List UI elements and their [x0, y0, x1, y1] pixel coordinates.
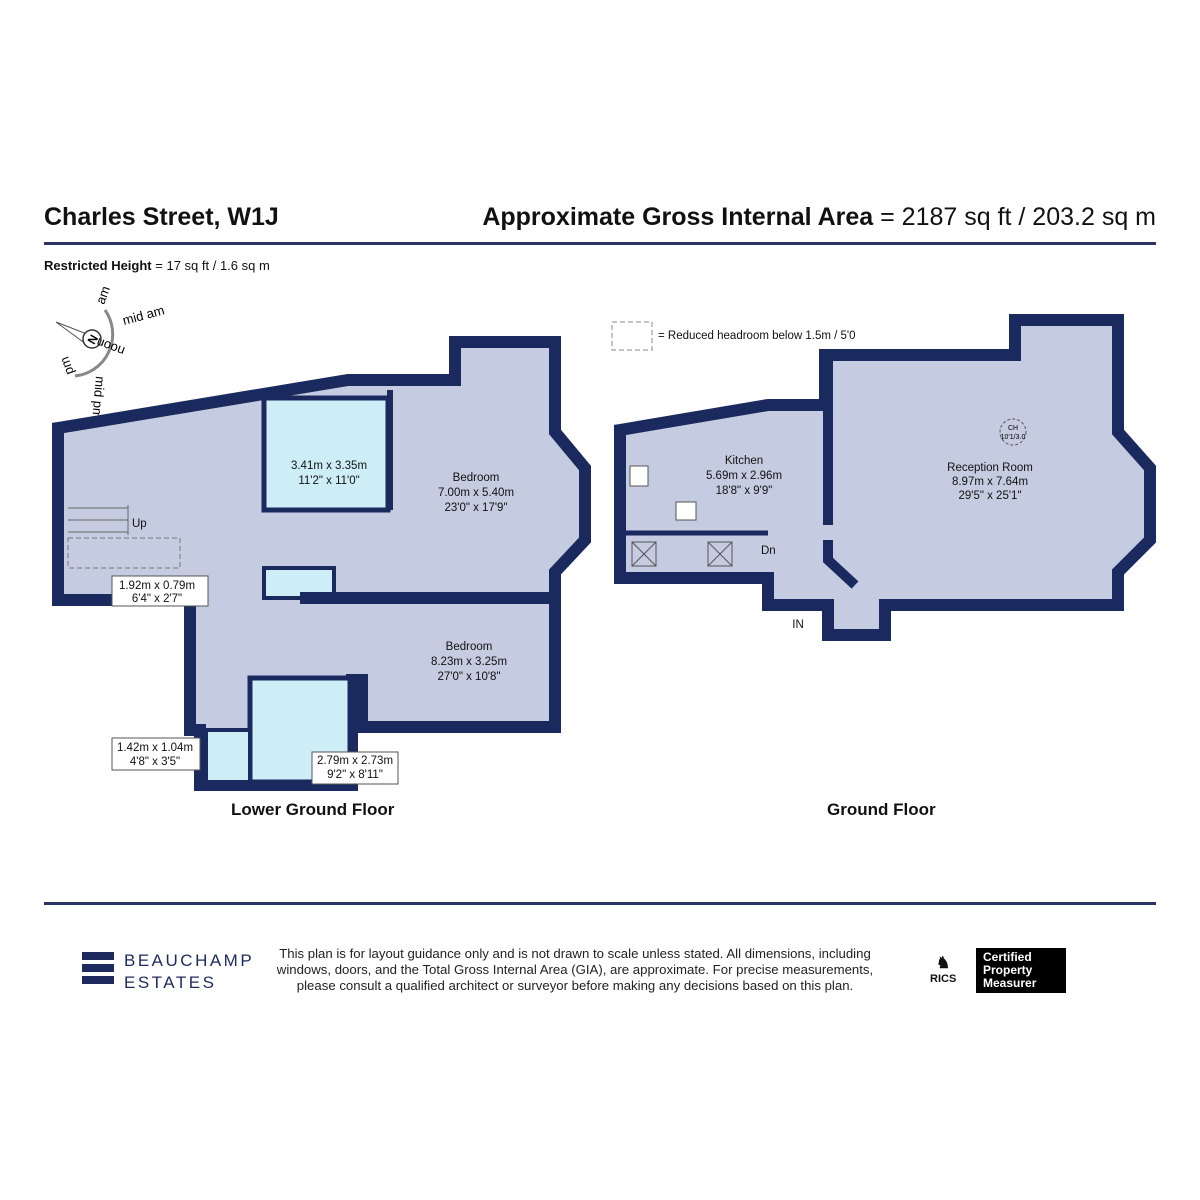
gia-label: Approximate Gross Internal Area — [482, 203, 874, 231]
rics-logo: ♞RICS — [930, 953, 956, 985]
lower-ground-floor-label: Lower Ground Floor — [231, 800, 395, 819]
en-suite-bathroom — [261, 395, 391, 513]
compass-am: am — [93, 284, 113, 306]
sink-icon — [675, 501, 697, 521]
room-metric: 2.79m x 2.73m — [317, 755, 393, 767]
room-imperial: 9'2" x 8'11" — [327, 769, 383, 781]
gia-value: = 2187 sq ft / 203.2 sq m — [880, 203, 1156, 231]
footer-divider — [44, 902, 1156, 905]
room-name: Kitchen — [725, 455, 763, 467]
wc — [204, 728, 252, 784]
ground-outline — [614, 314, 1156, 641]
reduced-headroom-legend: = Reduced headroom below 1.5m / 5'0 — [658, 330, 856, 342]
sun-path-arc — [74, 309, 115, 378]
reduced-headroom-area — [67, 537, 181, 569]
room-metric: 8.23m x 3.25m — [431, 656, 507, 668]
room-imperial: 29'5" x 25'1" — [958, 490, 1021, 502]
interior-wall — [823, 540, 859, 589]
room-imperial: 6'4" x 2'7" — [132, 593, 182, 605]
restricted-value: = 17 sq ft / 1.6 sq m — [155, 258, 270, 273]
property-title: Charles Street, W1J — [44, 203, 279, 231]
room-metric: 5.69m x 2.96m — [706, 470, 782, 482]
header-divider — [44, 242, 1156, 245]
ground-floor-label: Ground Floor — [827, 800, 936, 819]
stairs-up-label: Up — [132, 518, 147, 530]
room-metric: 1.42m x 1.04m — [117, 742, 193, 754]
room-name: Reception Room — [947, 462, 1033, 474]
reduced-headroom-swatch — [611, 321, 653, 351]
room-imperial: 4'8" x 3'5" — [130, 756, 180, 768]
room-imperial: 18'8" x 9'9" — [716, 485, 773, 497]
dimension-box — [111, 575, 209, 607]
room-metric: 8.97m x 7.64m — [952, 476, 1028, 488]
room-imperial: 27'0" x 10'8" — [437, 671, 500, 683]
compass-mid-am: mid am — [121, 302, 166, 328]
storage-icon — [631, 541, 733, 567]
room-imperial: 23'0" x 17'9" — [444, 502, 507, 514]
compass-dial — [82, 329, 102, 349]
shower-room — [262, 566, 336, 600]
compass-noon: noon — [94, 335, 126, 359]
room-metric: 3.41m x 3.35m — [291, 460, 367, 472]
ceiling-height-value: 10'1/3.0 — [1001, 434, 1026, 441]
staircase-icon — [68, 505, 129, 535]
stairs-down-label: Dn — [761, 545, 776, 557]
restricted-height: Restricted Height = 17 sq ft / 1.6 sq m — [44, 258, 270, 273]
compass-mid-pm: mid pm — [89, 376, 108, 420]
restricted-label: Restricted Height — [44, 258, 152, 273]
compass-pm: pm — [57, 355, 77, 377]
ceiling-height-label: CH — [1008, 425, 1018, 432]
brand-line-1: BEAUCHAMP — [124, 951, 255, 970]
room-metric: 7.00m x 5.40m — [438, 487, 514, 499]
hob-icon — [629, 465, 649, 487]
compass: N am mid am noon mid pm pm — [55, 284, 166, 420]
lower-ground-outline — [52, 336, 591, 791]
beauchamp-estates-logo: BEAUCHAMP ESTATES — [82, 951, 252, 992]
room-name: Bedroom — [453, 472, 500, 484]
brand-line-2: ESTATES — [124, 973, 217, 992]
gross-internal-area: Approximate Gross Internal Area = 2187 s… — [482, 203, 1156, 232]
ground-floor-plan: CH 10'1/3.0 Dn IN Kitchen 5.69m x 2.96m … — [614, 314, 1156, 641]
rics-text: RICS — [930, 973, 957, 985]
dimension-box — [311, 751, 399, 785]
room-imperial: 11'2" x 11'0" — [298, 475, 359, 487]
dimension-box — [111, 737, 201, 771]
lower-ground-floor-plan: Up Bedroom 7.00m x 5.40m 23'0" x 17'9" B… — [52, 336, 591, 791]
rics-lion-icon: ♞ — [935, 955, 951, 972]
disclaimer-text: This plan is for layout guidance only an… — [276, 946, 874, 993]
room-name: Bedroom — [446, 641, 493, 653]
ceiling-height-marker — [999, 418, 1027, 446]
room-metric: 1.92m x 0.79m — [119, 580, 195, 592]
entrance-label: IN — [792, 619, 804, 631]
certified-property-measurer-badge: Certified Property Measurer — [976, 948, 1066, 993]
